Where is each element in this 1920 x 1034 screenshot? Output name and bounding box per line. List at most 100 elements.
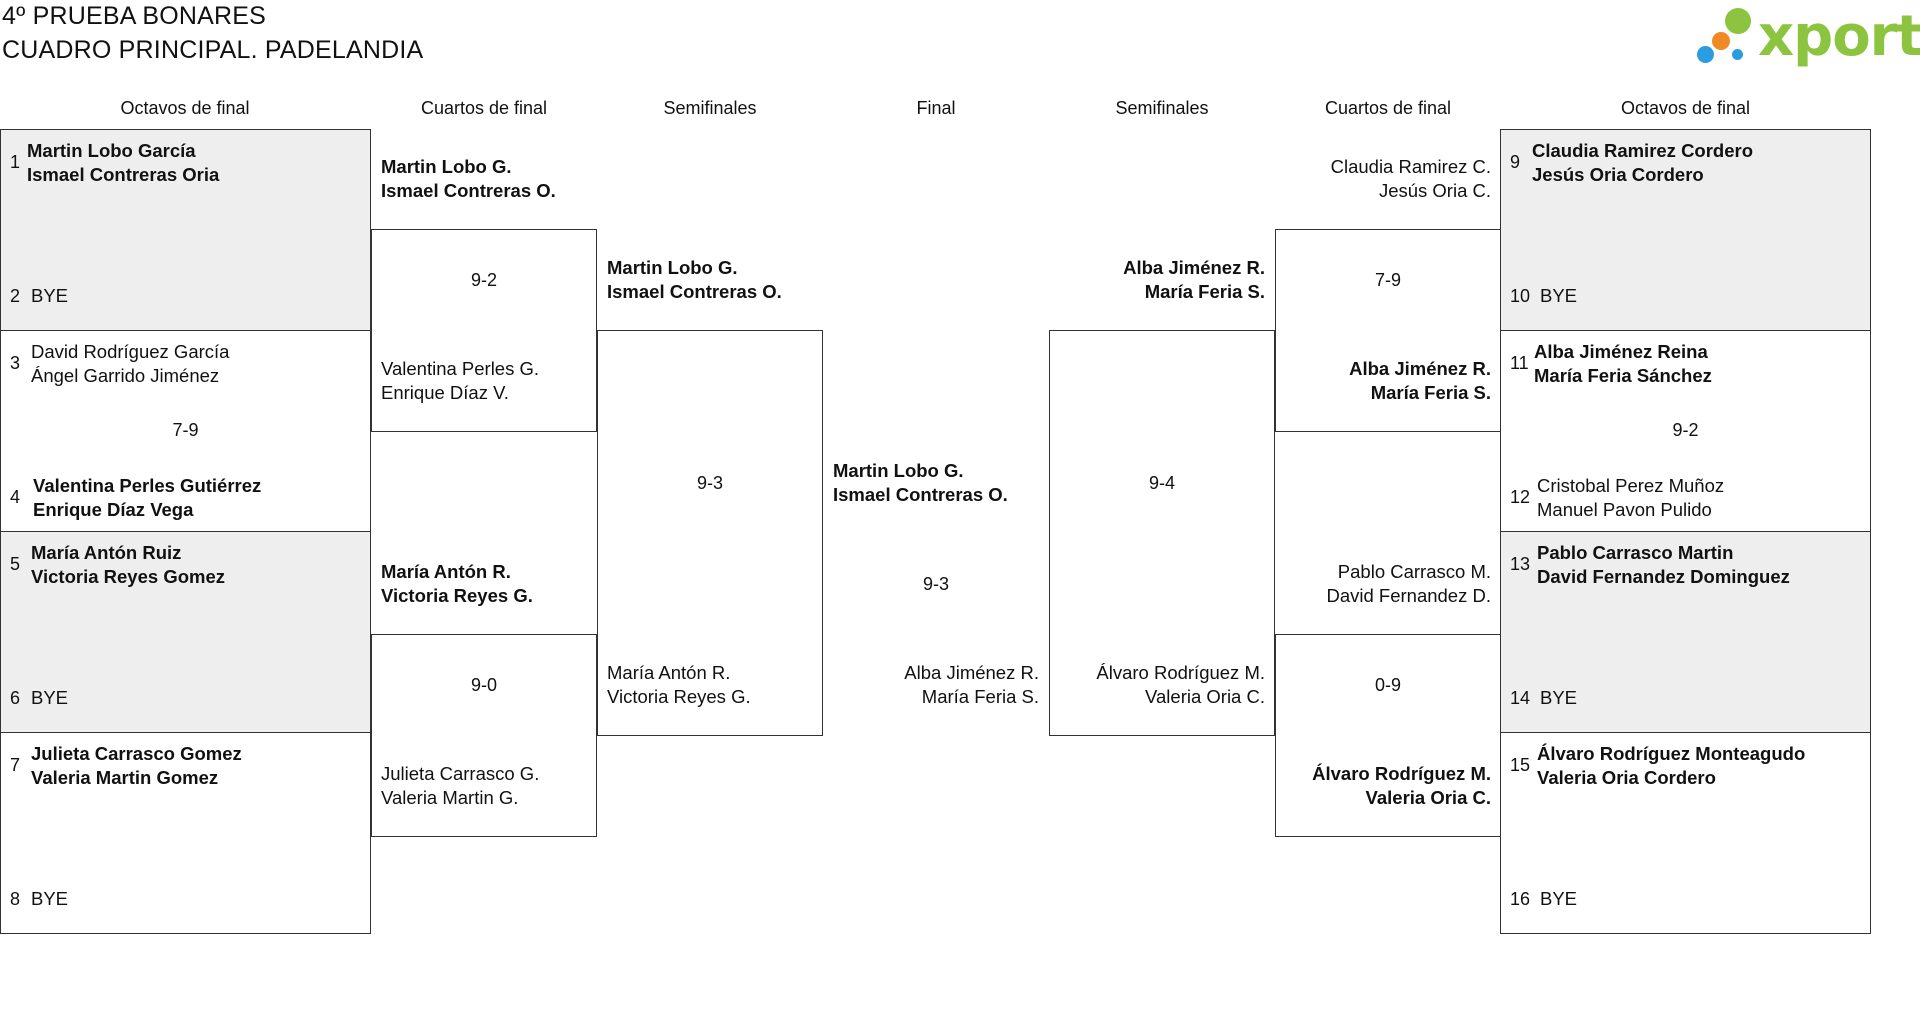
- logo-dot-orange-icon: [1712, 32, 1730, 50]
- player-name: Álvaro Rodríguez Monteagudo: [1537, 743, 1806, 764]
- player-name: Victoria Reyes Gomez: [31, 565, 225, 587]
- team-entry: Alba Jiménez R. María Feria S.: [904, 661, 1039, 708]
- team-entry: Claudia Ramirez C. Jesús Oria C.: [1331, 155, 1491, 202]
- player-name: Julieta Carrasco G.: [381, 763, 540, 784]
- match-box-left-r16-1: [0, 129, 371, 331]
- logo-dot-blue-icon: [1697, 46, 1714, 63]
- player-name: Valentina Perles G.: [381, 358, 540, 379]
- player-name: María Antón Ruiz: [31, 542, 182, 563]
- page-title: 4º PRUEBA BONARES: [2, 2, 267, 30]
- seed-number: 5: [10, 554, 21, 574]
- player-name: Martin Lobo García: [27, 140, 196, 161]
- round-header-left-r16: Octavos de final: [120, 98, 250, 118]
- seed-number: 12: [1510, 487, 1531, 507]
- player-name: María Feria S.: [1144, 280, 1265, 302]
- match-box-left-qf-2: [371, 634, 597, 837]
- seed-number: 16: [1510, 889, 1531, 909]
- team-entry: María Antón R. Victoria Reyes G.: [381, 560, 533, 607]
- seed-number: 9: [1510, 152, 1521, 172]
- bye-entry: BYE: [31, 285, 69, 306]
- player-name: María Antón R.: [607, 662, 731, 683]
- team-entry: Julieta Carrasco G. Valeria Martin G.: [381, 762, 539, 809]
- player-name: Jesús Oria Cordero: [1532, 163, 1704, 185]
- match-box-right-qf-2: [1275, 634, 1501, 837]
- player-name: Valeria Martin Gomez: [31, 766, 219, 788]
- player-name: Ismael Contreras O.: [833, 483, 1008, 505]
- round-header-left-sf: Semifinales: [663, 98, 757, 118]
- player-name: Cristobal Perez Muñoz: [1537, 475, 1725, 496]
- player-name: Valeria Oria C.: [1365, 786, 1491, 808]
- player-name: Martin Lobo G.: [607, 257, 738, 278]
- player-name: Claudia Ramirez Cordero: [1532, 140, 1754, 161]
- team-entry: María Antón R. Victoria Reyes G.: [607, 661, 751, 708]
- player-name: Martin Lobo G.: [381, 156, 512, 177]
- player-name: Victoria Reyes G.: [381, 584, 533, 606]
- seed-number: 14: [1510, 688, 1531, 708]
- bye-entry: BYE: [31, 888, 69, 909]
- match-score: 9-3: [696, 473, 723, 493]
- player-name: María Antón R.: [381, 561, 511, 582]
- player-name: Álvaro Rodríguez M.: [1312, 763, 1491, 784]
- xporty-logo: xporty: [1695, 2, 1920, 70]
- seed-number: 6: [10, 688, 21, 708]
- seed-number: 2: [10, 286, 21, 306]
- match-score: 9-0: [470, 675, 497, 695]
- player-name: Julieta Carrasco Gomez: [31, 743, 242, 764]
- player-name: Alba Jiménez R.: [1349, 358, 1491, 379]
- seed-number: 8: [10, 889, 21, 909]
- player-name: Ismael Contreras Oria: [27, 163, 220, 185]
- player-name: Martin Lobo G.: [833, 460, 964, 481]
- player-name: Alba Jiménez R.: [1123, 257, 1265, 278]
- match-score: 7-9: [172, 420, 199, 440]
- match-box-left-qf-1: [371, 229, 597, 432]
- logo-dot-green-icon: [1725, 8, 1751, 34]
- round-header-right-r16: Octavos de final: [1620, 98, 1751, 118]
- match-score: 0-9: [1374, 675, 1401, 695]
- final-score: 9-3: [922, 574, 949, 594]
- team-entry: Valentina Perles G. Enrique Díaz V.: [381, 357, 539, 404]
- team-entry: Alba Jiménez R. María Feria S.: [1123, 256, 1265, 303]
- team-entry: Claudia Ramirez Cordero Jesús Oria Corde…: [1532, 139, 1753, 186]
- page-subtitle: CUADRO PRINCIPAL. PADELANDIA: [2, 36, 424, 64]
- logo-dot-blue-small-icon: [1732, 49, 1743, 60]
- player-name: David Fernandez Dominguez: [1537, 565, 1790, 587]
- team-entry: Julieta Carrasco Gomez Valeria Martin Go…: [31, 742, 242, 789]
- match-score: 7-9: [1374, 270, 1401, 290]
- team-entry: Pablo Carrasco Martin David Fernandez Do…: [1537, 541, 1790, 588]
- player-name: Ángel Garrido Jiménez: [31, 364, 220, 386]
- match-box-left-r16-4: [0, 732, 371, 934]
- player-name: María Feria Sánchez: [1534, 364, 1712, 386]
- player-name: Valeria Oria C.: [1145, 685, 1265, 707]
- logo-text: xporty: [1758, 4, 1920, 69]
- round-header-final: Final: [916, 98, 956, 118]
- player-name: Enrique Díaz V.: [381, 381, 509, 403]
- player-name: Pablo Carrasco M.: [1337, 561, 1491, 582]
- player-name: Valentina Perles Gutiérrez: [33, 475, 262, 496]
- player-name: Valeria Martin G.: [381, 786, 519, 808]
- seed-number: 3: [10, 353, 21, 373]
- player-name: Claudia Ramirez C.: [1330, 156, 1491, 177]
- player-name: Ismael Contreras O.: [381, 179, 556, 201]
- team-entry: Alba Jiménez Reina María Feria Sánchez: [1534, 340, 1712, 387]
- match-score: 9-2: [470, 270, 497, 290]
- player-name: Enrique Díaz Vega: [33, 498, 194, 520]
- seed-number: 10: [1510, 286, 1531, 306]
- bye-entry: BYE: [1540, 888, 1578, 909]
- match-score: 9-2: [1672, 420, 1699, 440]
- team-entry: Martin Lobo García Ismael Contreras Oria: [27, 139, 219, 186]
- player-name: Victoria Reyes G.: [607, 685, 751, 707]
- player-name: María Feria S.: [1370, 381, 1491, 403]
- round-header-right-sf: Semifinales: [1115, 98, 1209, 118]
- match-score: 9-4: [1148, 473, 1175, 493]
- team-entry: David Rodríguez García Ángel Garrido Jim…: [31, 340, 229, 387]
- match-box-left-sf: [597, 330, 823, 736]
- seed-number: 1: [10, 152, 21, 172]
- round-header-left-qf: Cuartos de final: [420, 98, 548, 118]
- seed-number: 4: [10, 487, 21, 507]
- player-name: David Rodríguez García: [31, 341, 230, 362]
- team-entry: Valentina Perles Gutiérrez Enrique Díaz …: [33, 474, 261, 521]
- player-name: Ismael Contreras O.: [607, 280, 782, 302]
- team-entry: Martin Lobo G. Ismael Contreras O.: [833, 459, 1008, 506]
- team-entry: Alba Jiménez R. María Feria S.: [1349, 357, 1491, 404]
- bye-entry: BYE: [31, 687, 69, 708]
